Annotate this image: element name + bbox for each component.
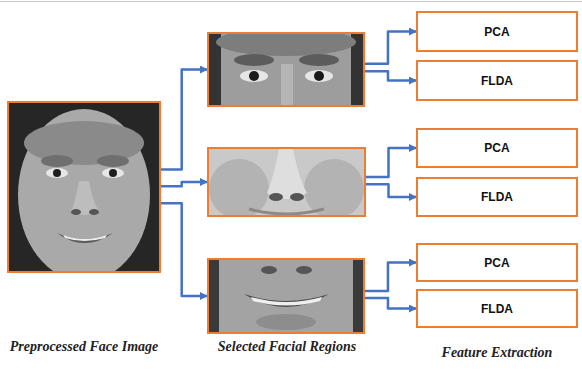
column-caption: Preprocessed Face Image	[9, 338, 159, 357]
face-picture	[9, 103, 159, 271]
process-box: FLDA	[416, 289, 578, 328]
flow-arrow	[161, 70, 207, 170]
method-label: FLDA	[481, 302, 513, 316]
column-caption: Selected Facial Regions	[202, 338, 372, 357]
top-rule-line	[0, 1, 582, 2]
flow-arrow	[366, 148, 416, 177]
process-box: FLDA	[416, 60, 578, 101]
image-box	[207, 258, 365, 334]
image-box	[207, 32, 365, 107]
image-box	[207, 147, 366, 217]
process-box: PCA	[416, 243, 578, 282]
flow-arrow	[366, 184, 416, 197]
process-box: PCA	[416, 11, 578, 52]
flow-arrow	[365, 263, 416, 291]
method-label: FLDA	[481, 190, 513, 204]
flow-arrow	[365, 298, 416, 309]
column-caption: Feature Extraction	[417, 344, 577, 363]
process-box: PCA	[416, 128, 578, 168]
flow-arrow	[161, 182, 207, 186]
method-label: PCA	[484, 141, 509, 155]
mouth-picture	[209, 260, 363, 332]
image-box	[7, 101, 161, 273]
nose-picture	[209, 149, 364, 215]
process-box: FLDA	[416, 177, 578, 217]
flow-arrow	[161, 203, 207, 296]
method-label: PCA	[484, 25, 509, 39]
method-label: FLDA	[481, 74, 513, 88]
eyes-picture	[209, 34, 363, 105]
method-label: PCA	[484, 256, 509, 270]
flow-arrow	[365, 71, 416, 80]
flow-arrow	[365, 32, 416, 64]
